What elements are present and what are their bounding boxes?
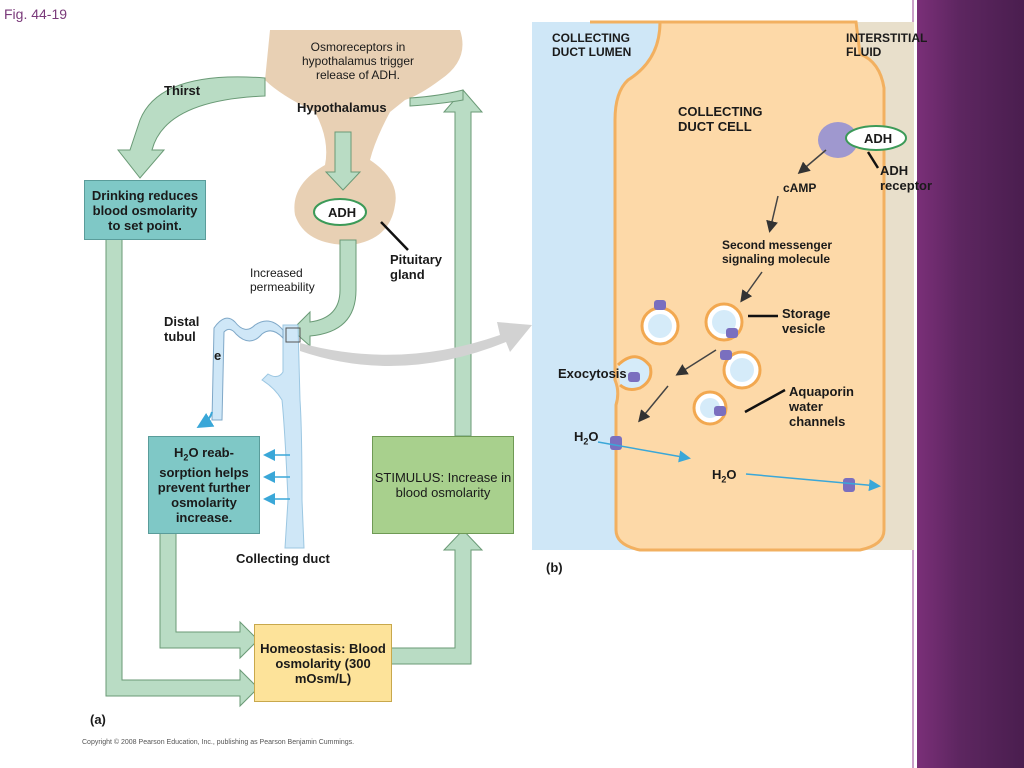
hypothalamus-note: Osmoreceptors in hypothalamus trigger re… (301, 40, 415, 82)
copyright-text: Copyright © 2008 Pearson Education, Inc.… (82, 739, 355, 746)
reabsorption-to-homeostasis-arrow (159, 531, 259, 660)
storage-vesicle-label: Storage vesicle (782, 306, 831, 336)
adh-label-b: ADH (864, 131, 893, 146)
adh-receptor (818, 122, 858, 158)
water-o-1: O (588, 429, 599, 444)
drinking-box-text: Drinking reduces blood osmolarity to set… (91, 187, 199, 233)
exocytosis-label: Exocytosis (558, 366, 627, 381)
stimulus-text: STIMULUS: Increase in blood osmolarity (374, 470, 512, 500)
panel-a-tag: (a) (90, 712, 106, 727)
second-messenger-label: Second messenger signaling molecule (722, 238, 833, 266)
water-label-cell: H2O (712, 452, 737, 488)
water-sub-2: 2 (721, 474, 727, 485)
stimulus-box: STIMULUS: Increase in blood osmolarity (372, 436, 514, 534)
reabsorption-line1: O reab- (188, 444, 234, 460)
distal-tubule-label-end: e (214, 348, 222, 363)
drinking-box: Drinking reduces blood osmolarity to set… (84, 180, 206, 240)
water-label-lumen: H2O (574, 414, 599, 450)
pituitary-label: Pituitary gland (390, 252, 443, 282)
storage-vesicles (616, 300, 762, 426)
aquaporin-label: Aquaporin water channels (789, 384, 854, 429)
cell-label: COLLECTING DUCT CELL (678, 104, 763, 134)
water-h-1: H (574, 429, 584, 444)
distal-tubule-shape (211, 317, 284, 421)
drinking-to-homeostasis-arrow (105, 235, 259, 708)
adh-receptor-label: ADH receptor (880, 163, 933, 193)
collecting-duct-cell (590, 20, 886, 552)
water-sub-1: 2 (583, 436, 589, 447)
adh-label-a: ADH (328, 205, 357, 220)
stimulus-to-hypothalamus-arrow (442, 89, 484, 437)
water-h-2: H (712, 467, 722, 482)
decorative-side-band (917, 0, 1024, 768)
hypothalamus-to-pituitary-arrow (324, 131, 362, 191)
collecting-duct-shape (261, 324, 305, 549)
reabsorption-sub: 2 (183, 452, 189, 463)
panel-b-tag: (b) (546, 560, 563, 575)
distal-tubule-label: Distal tubul (164, 314, 200, 344)
zoom-transition-arrow (300, 322, 532, 367)
thirst-arrow (116, 76, 266, 179)
adh-ellipse-a (313, 198, 367, 226)
homeostasis-to-stimulus-arrow (389, 529, 484, 665)
adh-ellipse-b (845, 125, 907, 151)
homeostasis-box: Homeostasis: Blood osmolarity (300 mOsm/… (254, 624, 392, 702)
increased-permeability-label: Increased permeability (250, 266, 315, 294)
lumen-label: COLLECTING DUCT LUMEN (552, 31, 632, 59)
collecting-duct-label: Collecting duct (236, 551, 330, 566)
thirst-label: Thirst (164, 83, 201, 98)
reabsorption-rest: sorption helps prevent further osmolarit… (157, 465, 251, 526)
homeostasis-text: Homeostasis: Blood osmolarity (300 mOsm/… (260, 640, 386, 686)
interstitial-label: INTERSTITIAL FLUID (846, 31, 928, 59)
hypothalamus-label: Hypothalamus (297, 100, 387, 115)
water-o-2: O (726, 467, 737, 482)
hypothalamus-shape (265, 30, 463, 245)
figure-label: Fig. 44-19 (4, 6, 68, 22)
reabsorption-h: H (174, 444, 184, 460)
reabsorption-box: H2O reab- sorption helps prevent further… (148, 436, 260, 534)
camp-label: cAMP (783, 181, 817, 195)
